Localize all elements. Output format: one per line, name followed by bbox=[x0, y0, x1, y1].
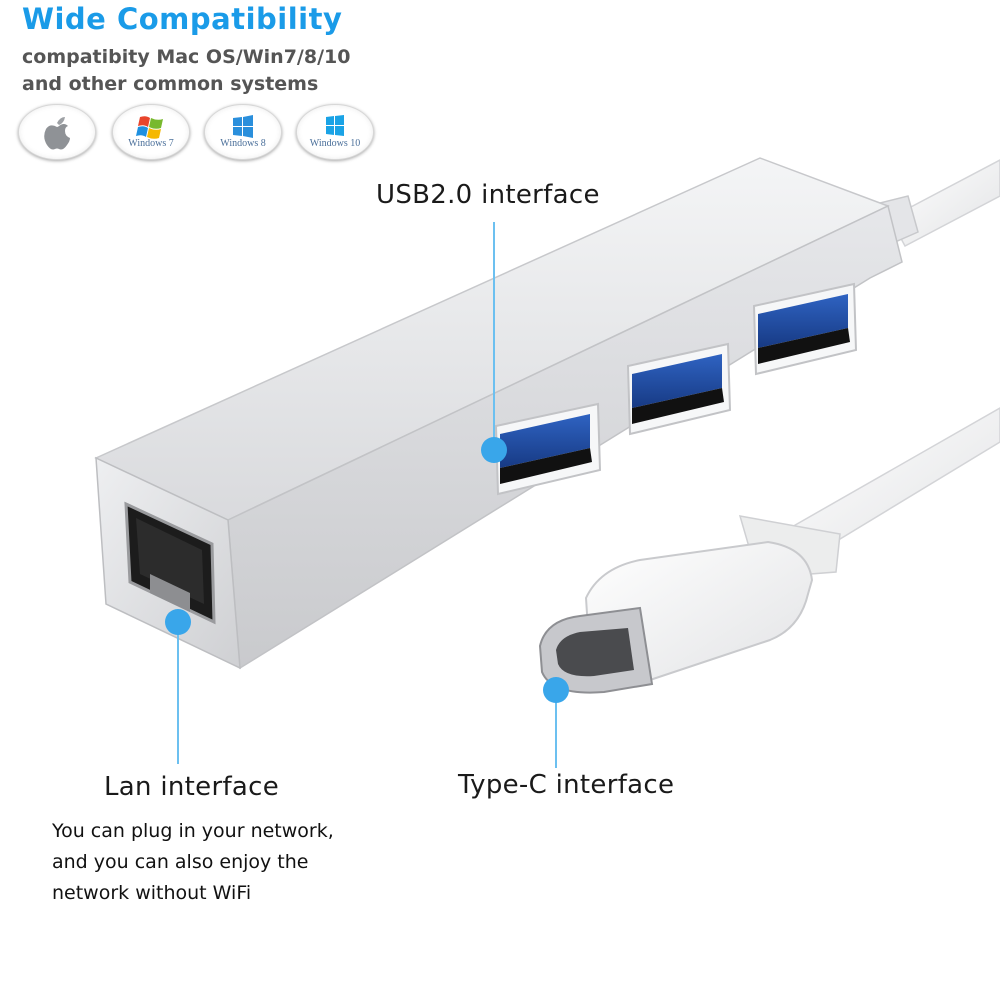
lan-callout-marker bbox=[165, 609, 191, 764]
usb-ports bbox=[494, 282, 858, 496]
typec-interface-label: Type-C interface bbox=[458, 770, 675, 800]
windows10-label: Windows 10 bbox=[309, 138, 361, 149]
lan-port bbox=[124, 501, 216, 625]
subtitle-line-1: compatibity Mac OS/Win7/8/10 bbox=[22, 46, 351, 68]
lan-interface-label: Lan interface bbox=[104, 772, 280, 802]
usb-callout-marker bbox=[481, 222, 507, 463]
typec-callout-marker bbox=[543, 677, 569, 768]
page-title: Wide Compatibility bbox=[22, 2, 343, 36]
windows8-icon bbox=[233, 115, 253, 138]
windows7-label: Windows 7 bbox=[128, 138, 174, 149]
windows10-badge: Windows 10 bbox=[296, 104, 374, 160]
windows7-badge: Windows 7 bbox=[112, 104, 190, 160]
typec-cable bbox=[538, 407, 1000, 694]
usb-interface-label: USB2.0 interface bbox=[376, 180, 600, 210]
windows7-icon bbox=[136, 116, 163, 139]
os-badges: Windows 7 Windows 8 Windows 10 bbox=[16, 104, 376, 160]
lan-description: You can plug in your network, and you ca… bbox=[52, 816, 334, 909]
subtitle-line-2: and other common systems bbox=[22, 73, 319, 95]
lan-description-line-2: and you can also enjoy the bbox=[52, 851, 309, 873]
compatibility-subtitle: compatibity Mac OS/Win7/8/10 and other c… bbox=[22, 44, 350, 98]
apple-badge bbox=[18, 104, 96, 160]
windows10-icon bbox=[326, 115, 344, 136]
lan-description-line-1: You can plug in your network, bbox=[52, 820, 334, 842]
apple-icon bbox=[44, 117, 70, 150]
windows8-label: Windows 8 bbox=[220, 138, 266, 149]
windows8-badge: Windows 8 bbox=[204, 104, 282, 160]
lan-description-line-3: network without WiFi bbox=[52, 882, 252, 904]
